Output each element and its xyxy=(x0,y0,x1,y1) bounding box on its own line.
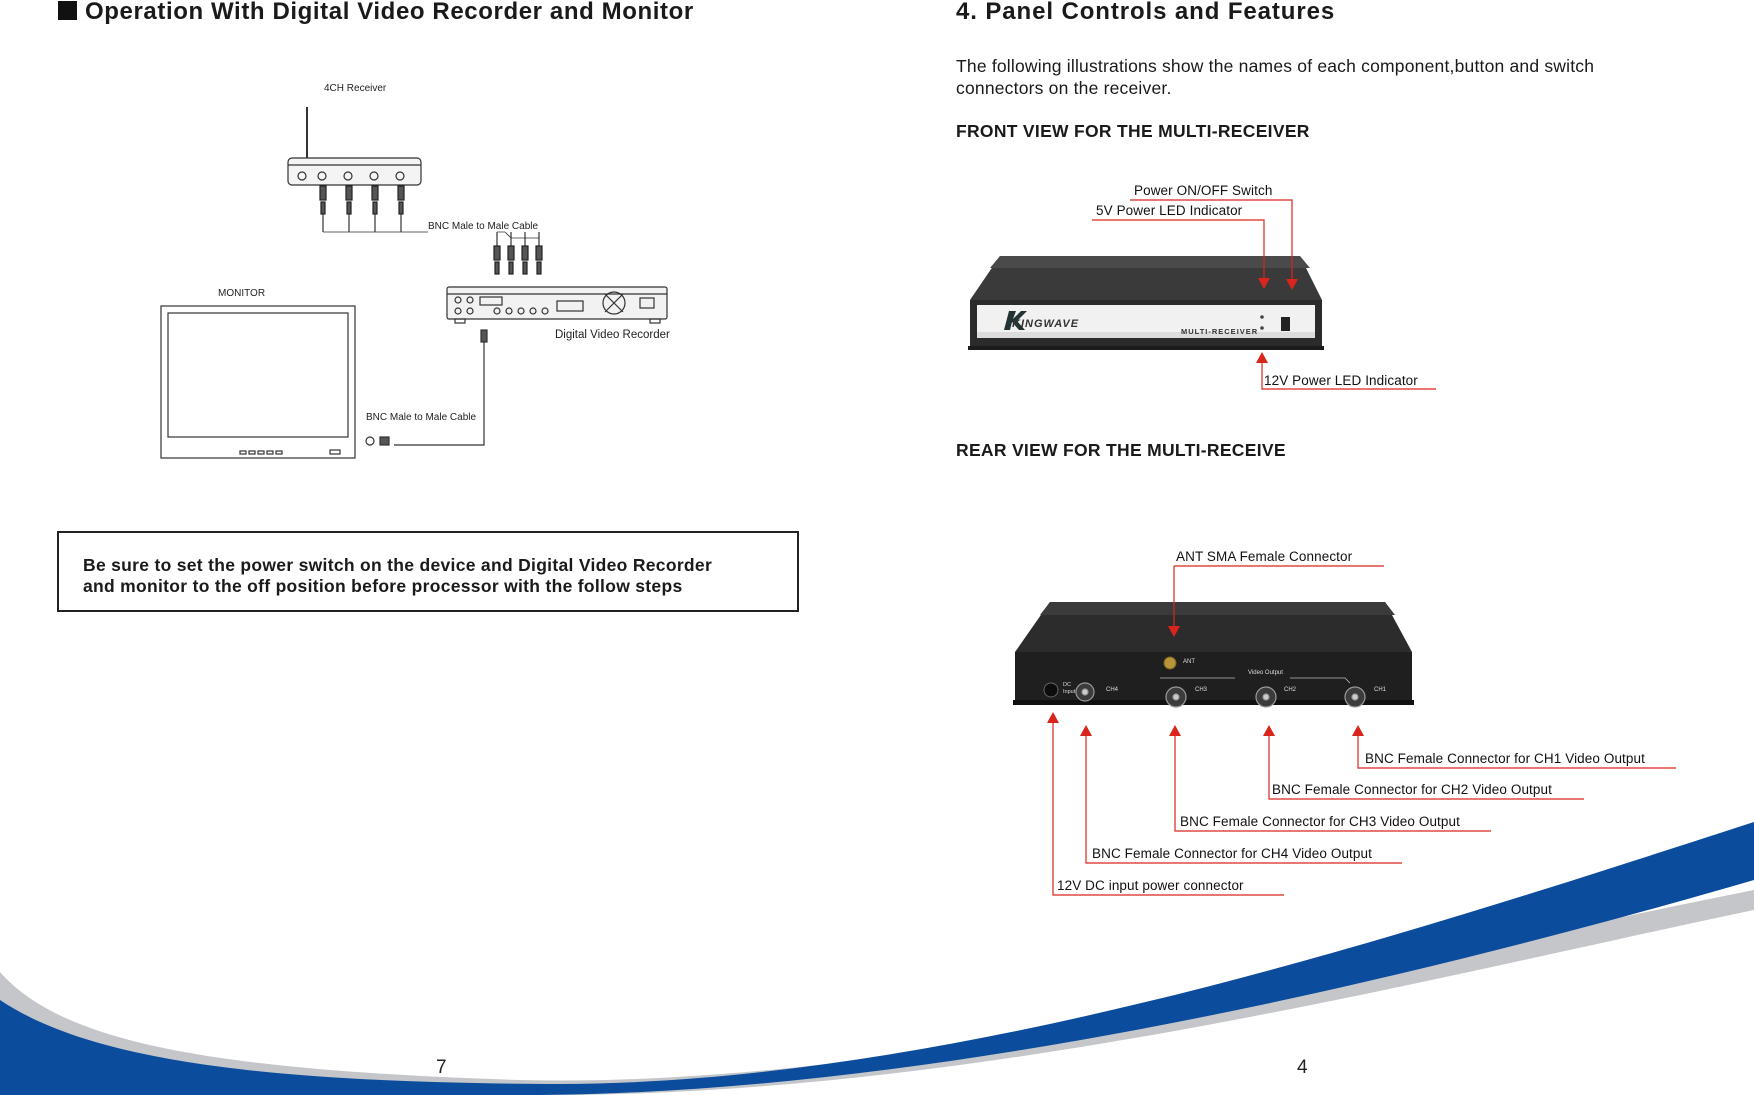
left-page-heading: Operation With Digital Video Recorder an… xyxy=(58,0,694,26)
left-page-number: 7 xyxy=(436,1057,447,1078)
dvr-illustration xyxy=(394,286,668,446)
callout-5v-led: 5V Power LED Indicator xyxy=(1096,203,1243,218)
front-brand-logo: KINGWAVE xyxy=(1012,318,1080,330)
warning-box: Be sure to set the power switch on the d… xyxy=(57,531,799,612)
front-view-figure xyxy=(968,199,1436,390)
callout-ch1: BNC Female Connector for CH1 Video Outpu… xyxy=(1365,751,1645,766)
front-model-text: MULTI-RECEIVER xyxy=(1181,327,1259,336)
square-bullet-icon xyxy=(58,1,77,20)
callout-ant: ANT SMA Female Connector xyxy=(1176,549,1353,564)
callout-ch2: BNC Female Connector for CH2 Video Outpu… xyxy=(1272,782,1552,797)
cable-bottom-label: BNC Male to Male Cable xyxy=(366,412,477,423)
callout-ch4: BNC Female Connector for CH4 Video Outpu… xyxy=(1092,846,1372,861)
monitor-illustration xyxy=(160,305,390,459)
rear-ch3-label: CH3 xyxy=(1195,687,1208,693)
rear-ch1-label: CH1 xyxy=(1374,687,1387,693)
rear-dc-input-label: DC Input xyxy=(1063,682,1076,695)
right-page-number: 4 xyxy=(1297,1057,1308,1078)
callout-12v-led: 12V Power LED Indicator xyxy=(1264,373,1418,388)
monitor-label: MONITOR xyxy=(218,288,266,299)
cable-top-label: BNC Male to Male Cable xyxy=(428,221,539,232)
callout-dc: 12V DC input power connector xyxy=(1057,878,1244,893)
right-page-heading: 4. Panel Controls and Features xyxy=(956,0,1336,25)
rear-view-figure xyxy=(1013,565,1676,896)
rear-ant-label: ANT xyxy=(1183,659,1195,665)
front-view-title: FRONT VIEW FOR THE MULTI-RECEIVER xyxy=(956,121,1310,141)
connection-diagram xyxy=(160,107,668,459)
receiver-label: 4CH Receiver xyxy=(324,83,387,94)
intro-paragraph: The following illustrations show the nam… xyxy=(956,56,1595,98)
dvr-label: Digital Video Recorder xyxy=(555,329,670,341)
rear-view-title: REAR VIEW FOR THE MULTI-RECEIVE xyxy=(956,440,1286,460)
callout-ch3: BNC Female Connector for CH3 Video Outpu… xyxy=(1180,814,1460,829)
receiver-illustration xyxy=(287,107,543,275)
rear-ch4-label: CH4 xyxy=(1106,687,1119,693)
callout-power-switch: Power ON/OFF Switch xyxy=(1134,183,1273,198)
footer-wave-decoration xyxy=(0,822,1754,1095)
rear-ch2-label: CH2 xyxy=(1284,687,1297,693)
warning-text: Be sure to set the power switch on the d… xyxy=(83,555,713,596)
rear-video-output-label: Video Output xyxy=(1248,670,1283,676)
